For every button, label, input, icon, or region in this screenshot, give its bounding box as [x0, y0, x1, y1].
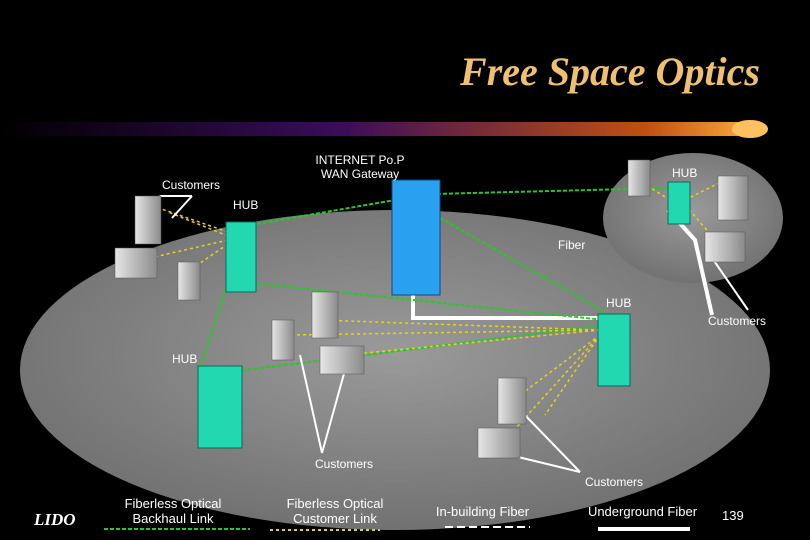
callout-arrow: [299, 354, 323, 454]
hub-top-right-label: HUB: [672, 166, 698, 180]
gateway-label-line1: INTERNET Po.P: [315, 153, 405, 167]
customer-building: [311, 291, 339, 339]
legend-underground: Underground Fiber: [587, 504, 698, 519]
callout-arrow: [509, 454, 581, 473]
gateway-label: INTERNET Po.P WAN Gateway: [305, 153, 415, 181]
customer-link: [344, 329, 601, 356]
main-area-ellipse: [20, 210, 770, 530]
hub-building: [225, 221, 257, 293]
hub-building: [667, 181, 691, 225]
hub-top-left-label: HUB: [233, 198, 259, 212]
customer-link: [289, 329, 601, 336]
legend-customer-link: Fiberless Optical Customer Link: [286, 496, 384, 526]
customer-building: [497, 377, 527, 425]
hub-buildings: [197, 181, 691, 449]
gateway-building: [391, 179, 441, 296]
callout-arrow: [709, 254, 749, 311]
customers-bottom-right-label: Customers: [585, 475, 644, 489]
hub-middle-right-label: HUB: [606, 296, 632, 310]
slide-title: Free Space Optics: [460, 49, 760, 94]
customer-link: [149, 239, 229, 259]
legend-backhaul: Fiberless Optical Backhaul Link: [124, 496, 222, 526]
lido-logo: LIDO: [34, 510, 76, 529]
gateway-label-line2: WAN Gateway: [320, 167, 400, 181]
callout-arrow: [321, 369, 346, 454]
hub-left-label: HUB: [172, 352, 198, 366]
customer-building: [717, 175, 749, 221]
customer-building: [627, 159, 651, 197]
hub-building: [597, 313, 631, 387]
customer-building: [134, 195, 162, 245]
backhaul-link: [239, 281, 606, 321]
customers-bottom-center-label: Customers: [315, 457, 374, 471]
customer-buildings: [114, 159, 749, 459]
backhaul-link: [229, 324, 606, 373]
title-glow-end: [732, 120, 768, 138]
customer-links: [149, 179, 726, 441]
customer-building: [271, 319, 295, 361]
callout-arrow: [519, 409, 581, 473]
backhaul-link: [199, 281, 229, 371]
customers-right-label: Customers: [708, 314, 767, 328]
callout-arrow: [171, 195, 193, 219]
page-number: 139: [722, 508, 744, 523]
underground-fiber-gateway-hub: [411, 295, 600, 320]
customer-link: [167, 211, 229, 237]
customer-building: [177, 261, 201, 301]
title-glow-bar: [0, 122, 760, 136]
customer-link: [319, 319, 601, 331]
customers-top-left-label: Customers: [162, 178, 221, 192]
backhaul-link: [434, 214, 606, 313]
customer-link: [519, 334, 601, 396]
customer-link: [149, 204, 229, 233]
customer-building: [319, 345, 365, 375]
hub-building: [197, 365, 243, 449]
customer-building: [477, 427, 521, 459]
backhaul-link: [244, 199, 396, 227]
customer-building: [114, 247, 158, 279]
customer-link: [544, 334, 601, 416]
legend-in-building: In-building Fiber: [435, 504, 530, 519]
fiber-label: Fiber: [558, 238, 586, 252]
customer-building: [704, 231, 746, 263]
